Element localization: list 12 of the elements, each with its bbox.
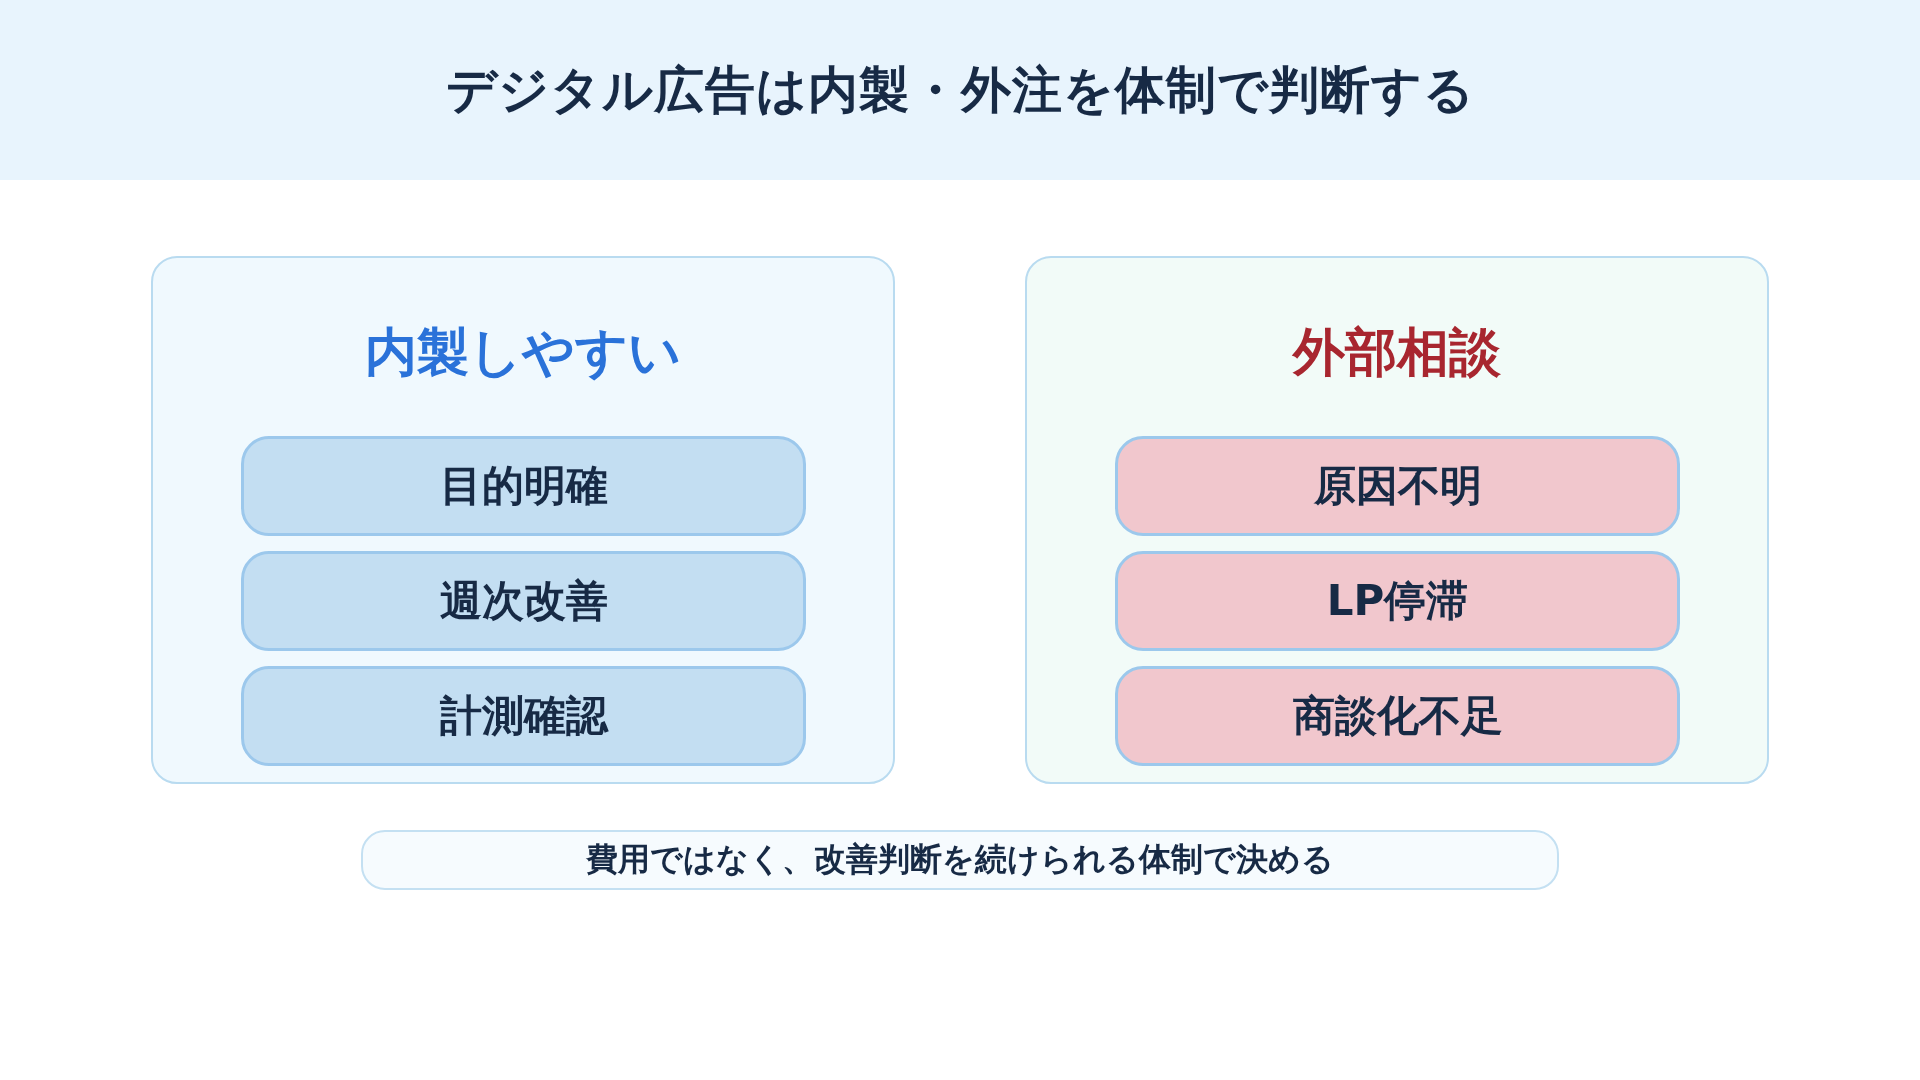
conclusion-box: 費用ではなく、改善判断を続けられる体制で決める [361,830,1559,890]
criterion-box: 商談化不足 [1115,666,1680,766]
category-panel [151,256,895,784]
criterion-box: 原因不明 [1115,436,1680,536]
panel-heading: 外部相談 [1291,321,1502,384]
panel-heading: 内製しやすい [364,321,682,384]
title: デジタル広告は内製・外注を体制で判断する [444,60,1476,121]
criterion-box: 週次改善 [241,551,806,651]
criterion-box: 計測確認 [241,666,806,766]
criterion-box: LP停滞 [1115,551,1680,651]
criterion-box: 目的明確 [241,436,806,536]
category-panel [1025,256,1769,784]
